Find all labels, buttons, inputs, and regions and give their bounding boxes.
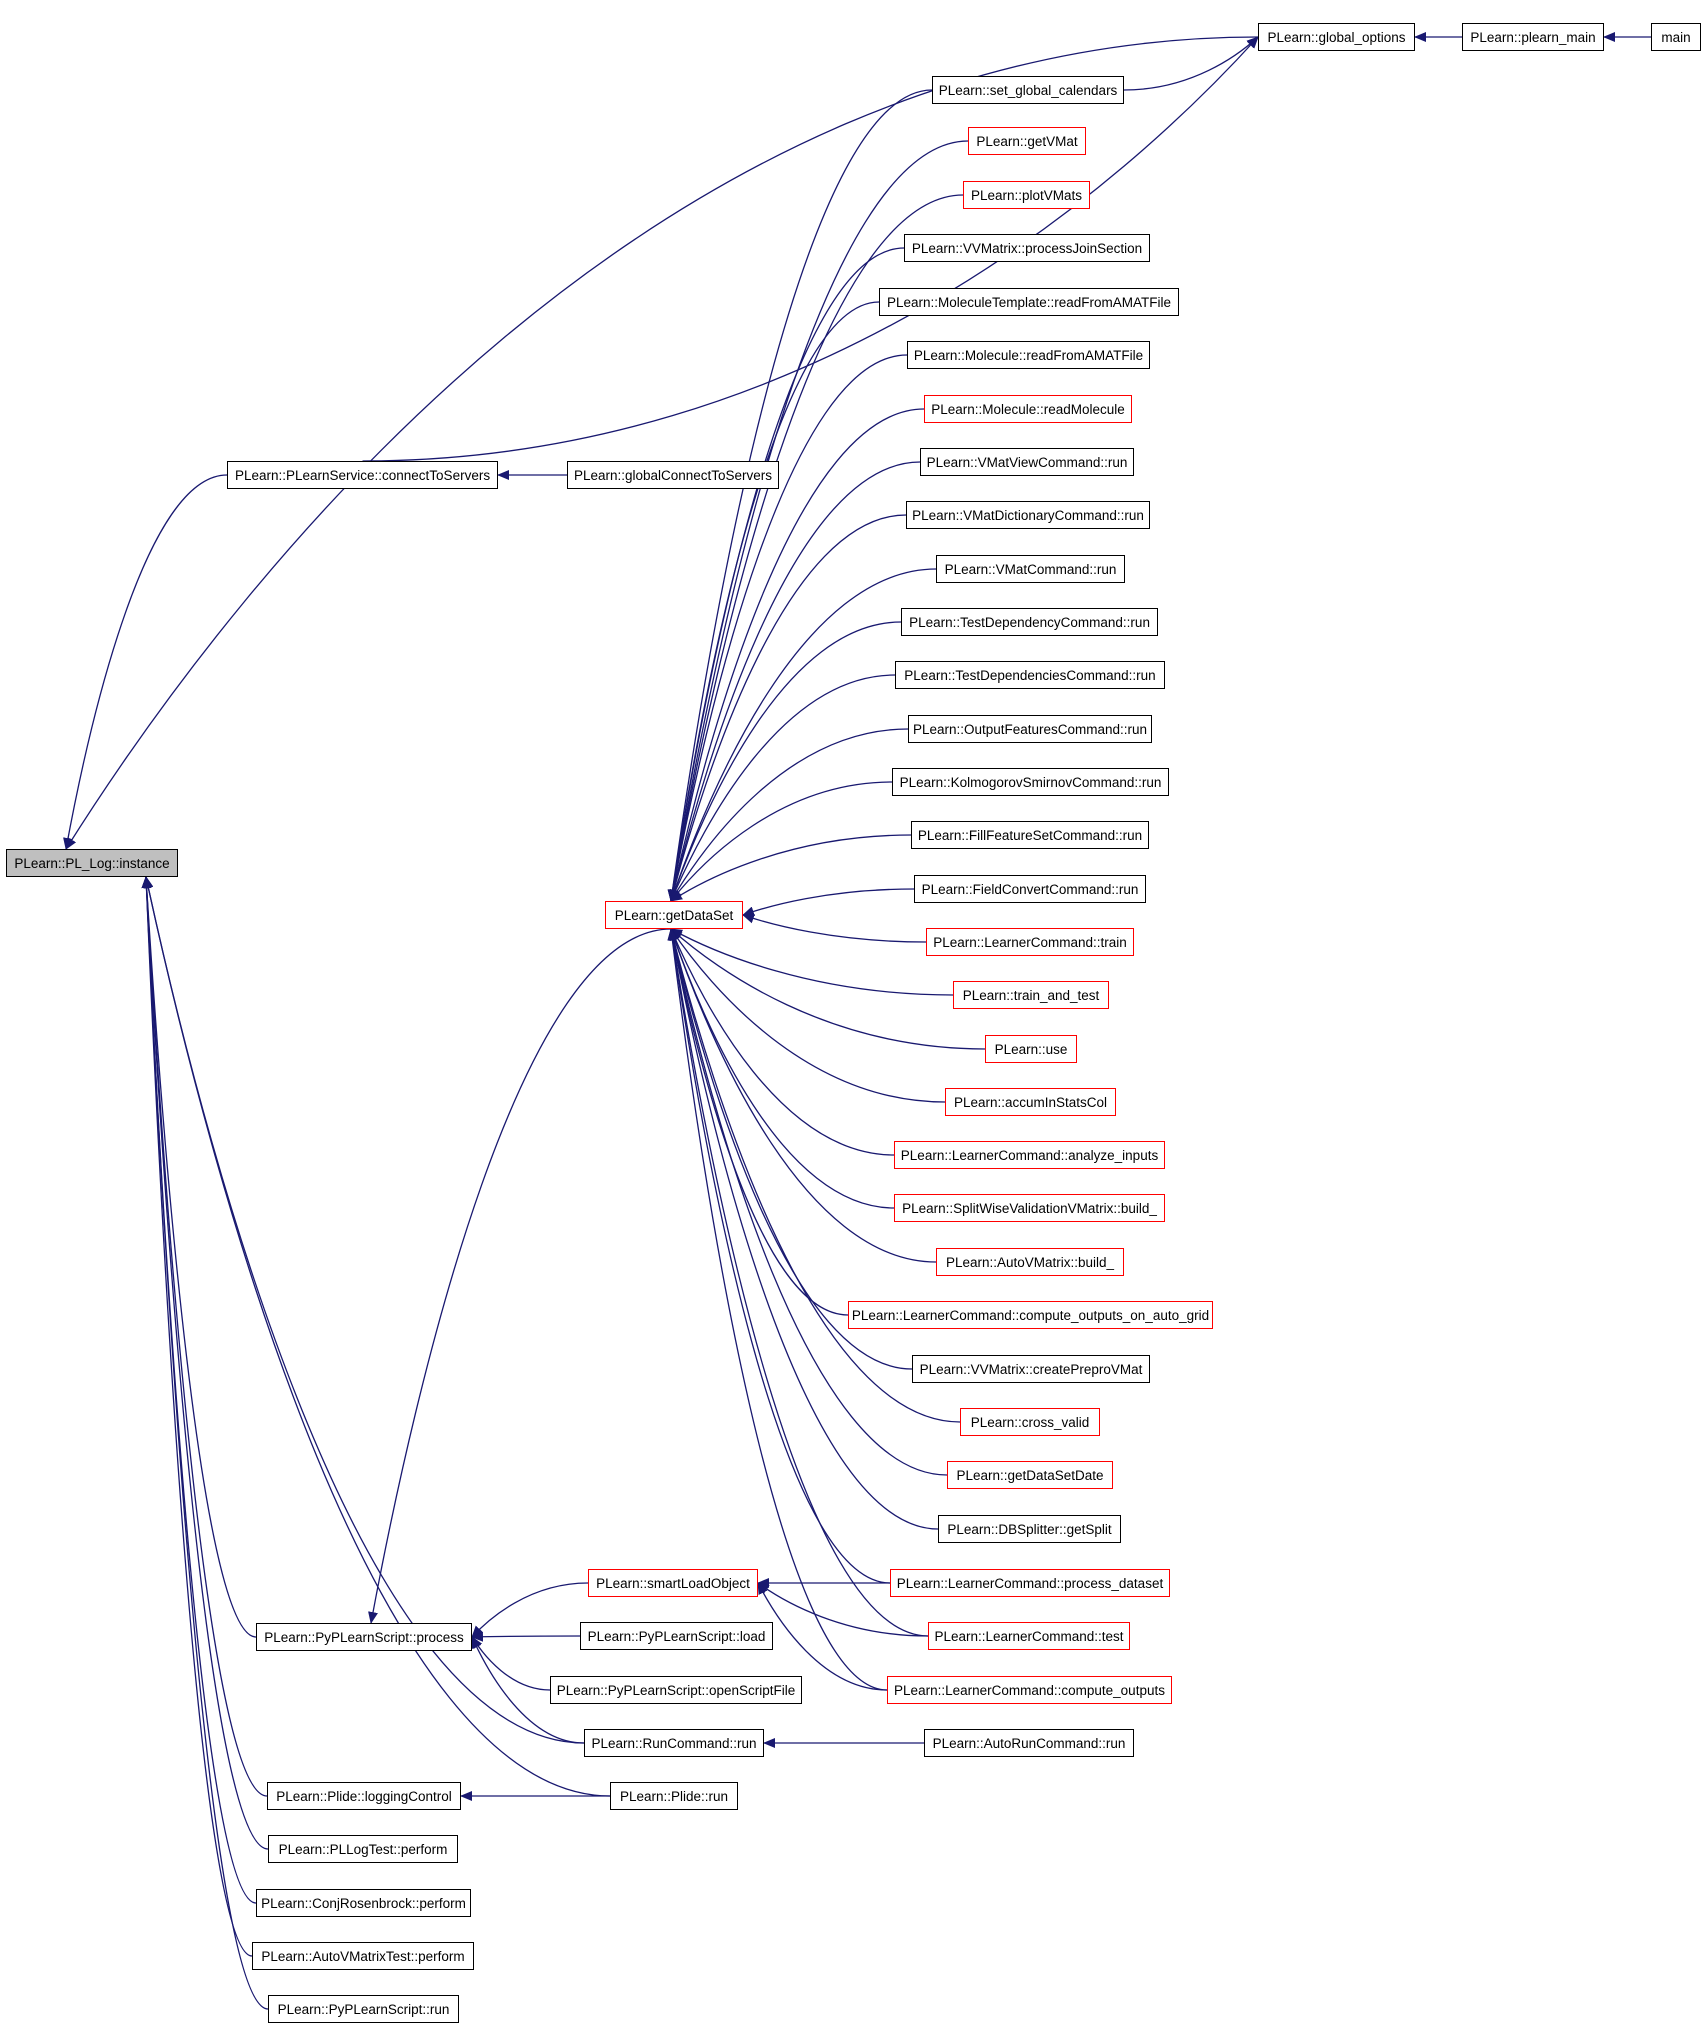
edge-testdependenciescommand-run-to-getdataset <box>670 674 896 902</box>
node-testdependenciescommand-run[interactable]: PLearn::TestDependenciesCommand::run <box>895 661 1165 689</box>
edge-global-options-to-instance <box>65 36 1259 850</box>
edge-compute-outputs-to-smartloadobject <box>757 1582 888 1691</box>
edge-plide-run-to-instance <box>143 876 611 1797</box>
node-conjrosenbrock-perform[interactable]: PLearn::ConjRosenbrock::perform <box>256 1889 471 1917</box>
node-getdatasetdate[interactable]: PLearn::getDataSetDate <box>947 1461 1113 1489</box>
edge-getsplit-to-getdataset <box>668 928 939 1530</box>
node-set-global-calendars[interactable]: PLearn::set_global_calendars <box>932 76 1124 104</box>
node-processjoinsection[interactable]: PLearn::VVMatrix::processJoinSection <box>904 234 1150 262</box>
edge-compute-outputs-to-getdataset <box>667 928 888 1691</box>
edge-runcommand-run-to-instance <box>143 876 585 1744</box>
node-use[interactable]: PLearn::use <box>985 1035 1077 1063</box>
node-global-options[interactable]: PLearn::global_options <box>1258 23 1415 51</box>
edge-autovmatrixtest-perform-to-instance <box>141 876 253 1957</box>
node-getvmat[interactable]: PLearn::getVMat <box>968 127 1086 155</box>
edge-testdependencycommand-run-to-getdataset <box>669 621 902 902</box>
edge-outputfeaturescommand-run-to-getdataset <box>670 728 909 902</box>
edge-vmatcommand-run-to-getdataset <box>669 568 937 902</box>
node-splitwise-build[interactable]: PLearn::SplitWiseValidationVMatrix::buil… <box>894 1194 1165 1222</box>
node-globalconnecttoservers[interactable]: PLearn::globalConnectToServers <box>567 461 779 489</box>
node-readmolecule[interactable]: PLearn::Molecule::readMolecule <box>924 395 1132 423</box>
edge-vmatdictionarycommand-run-to-getdataset <box>668 514 907 902</box>
node-main[interactable]: main <box>1651 23 1701 51</box>
edge-getvmat-to-getdataset <box>667 140 969 902</box>
node-plide-run[interactable]: PLearn::Plide::run <box>610 1782 738 1810</box>
node-getsplit[interactable]: PLearn::DBSplitter::getSplit <box>938 1515 1121 1543</box>
node-runcommand-run[interactable]: PLearn::RunCommand::run <box>584 1729 764 1757</box>
node-pyplearnscript-run[interactable]: PLearn::PyPLearnScript::run <box>268 1995 459 2023</box>
edge-learnercommand-test-to-getdataset <box>667 928 929 1637</box>
edge-analyze-inputs-to-getdataset <box>670 928 895 1156</box>
edge-pyplearnscript-load-to-pyplearnscript-process <box>471 1631 581 1642</box>
edge-vmatviewcommand-run-to-getdataset <box>668 461 921 902</box>
edge-conjrosenbrock-perform-to-instance <box>141 876 257 1904</box>
node-kolmogorovsmirnovcommand-run[interactable]: PLearn::KolmogorovSmirnovCommand::run <box>892 768 1169 796</box>
node-fillfeaturesetcommand-run[interactable]: PLearn::FillFeatureSetCommand::run <box>911 821 1149 849</box>
node-createpreprovmat[interactable]: PLearn::VVMatrix::createPreproVMat <box>912 1355 1150 1383</box>
node-pllogtest-perform[interactable]: PLearn::PLLogTest::perform <box>268 1835 458 1863</box>
edge-connecttoservers-to-instance <box>63 474 228 850</box>
node-pyplearnscript-load[interactable]: PLearn::PyPLearnScript::load <box>580 1622 773 1650</box>
edge-fieldconvertcommand-run-to-getdataset <box>742 888 915 917</box>
node-outputfeaturescommand-run[interactable]: PLearn::OutputFeaturesCommand::run <box>908 715 1152 743</box>
node-getdataset[interactable]: PLearn::getDataSet <box>605 901 743 929</box>
node-connecttoservers[interactable]: PLearn::PLearnService::connectToServers <box>227 461 498 489</box>
edge-m-readfromamatfile-to-getdataset <box>668 354 908 902</box>
node-autovmatrixtest-perform[interactable]: PLearn::AutoVMatrixTest::perform <box>252 1942 474 1970</box>
node-cross-valid[interactable]: PLearn::cross_valid <box>960 1408 1100 1436</box>
node-fieldconvertcommand-run[interactable]: PLearn::FieldConvertCommand::run <box>914 875 1146 903</box>
edge-cross-valid-to-getdataset <box>668 928 961 1423</box>
edge-process-dataset-to-getdataset <box>667 928 891 1584</box>
node-pyplearnscript-process[interactable]: PLearn::PyPLearnScript::process <box>256 1623 472 1651</box>
node-train-and-test[interactable]: PLearn::train_and_test <box>953 981 1109 1009</box>
edge-learnercommand-test-to-smartloadobject <box>757 1582 929 1637</box>
edge-train-and-test-to-getdataset <box>670 928 954 996</box>
node-plotvmats[interactable]: PLearn::plotVMats <box>963 181 1090 209</box>
node-openscriptfile[interactable]: PLearn::PyPLearnScript::openScriptFile <box>550 1676 802 1704</box>
edge-getdataset-to-pyplearnscript-process <box>368 928 672 1624</box>
node-autovmatrix-build[interactable]: PLearn::AutoVMatrix::build_ <box>936 1248 1124 1276</box>
node-mt-readfromamatfile[interactable]: PLearn::MoleculeTemplate::readFromAMATFi… <box>879 288 1179 316</box>
edge-set-global-calendars-to-global-options <box>1123 36 1259 91</box>
node-vmatviewcommand-run[interactable]: PLearn::VMatViewCommand::run <box>920 448 1134 476</box>
node-process-dataset[interactable]: PLearn::LearnerCommand::process_dataset <box>890 1569 1170 1597</box>
node-compute-outputs-on-auto-grid[interactable]: PLearn::LearnerCommand::compute_outputs_… <box>848 1301 1213 1329</box>
edge-learnercommand-train-to-getdataset <box>742 913 927 943</box>
node-vmatdictionarycommand-run[interactable]: PLearn::VMatDictionaryCommand::run <box>906 501 1150 529</box>
edge-pllogtest-perform-to-instance <box>141 876 269 1850</box>
node-m-readfromamatfile[interactable]: PLearn::Molecule::readFromAMATFile <box>907 341 1150 369</box>
node-instance: PLearn::PL_Log::instance <box>6 849 178 877</box>
node-testdependencycommand-run[interactable]: PLearn::TestDependencyCommand::run <box>901 608 1158 636</box>
edge-use-to-getdataset <box>670 928 986 1050</box>
edge-accuminstatscol-to-getdataset <box>670 928 946 1103</box>
node-accuminstatscol[interactable]: PLearn::accumInStatsCol <box>945 1088 1116 1116</box>
edge-autovmatrix-build-to-getdataset <box>669 928 937 1263</box>
edge-openscriptfile-to-pyplearnscript-process <box>471 1636 551 1691</box>
node-compute-outputs[interactable]: PLearn::LearnerCommand::compute_outputs <box>887 1676 1172 1704</box>
node-learnercommand-train[interactable]: PLearn::LearnerCommand::train <box>926 928 1134 956</box>
edge-plotvmats-to-getdataset <box>667 194 964 902</box>
edge-runcommand-run-to-pyplearnscript-process <box>471 1636 585 1744</box>
edge-mt-readfromamatfile-to-getdataset <box>667 301 880 902</box>
node-learnercommand-test[interactable]: PLearn::LearnerCommand::test <box>928 1622 1130 1650</box>
edge-fillfeaturesetcommand-run-to-getdataset <box>670 834 912 902</box>
edge-pyplearnscript-process-to-instance <box>141 876 257 1638</box>
node-plearn-main[interactable]: PLearn::plearn_main <box>1462 23 1604 51</box>
node-autoruncommand-run[interactable]: PLearn::AutoRunCommand::run <box>924 1729 1134 1757</box>
edge-getdatasetdate-to-getdataset <box>668 928 948 1476</box>
edge-layer <box>63 32 1651 2010</box>
edge-smartloadobject-to-pyplearnscript-process <box>471 1582 589 1638</box>
edge-createpreprovmat-to-getdataset <box>668 928 913 1370</box>
node-vmatcommand-run[interactable]: PLearn::VMatCommand::run <box>936 555 1125 583</box>
node-smartloadobject[interactable]: PLearn::smartLoadObject <box>588 1569 758 1597</box>
edge-pyplearnscript-run-to-instance <box>141 876 269 2010</box>
edge-set-global-calendars-to-getdataset <box>667 89 933 902</box>
node-analyze-inputs[interactable]: PLearn::LearnerCommand::analyze_inputs <box>894 1141 1165 1169</box>
node-loggingcontrol[interactable]: PLearn::Plide::loggingControl <box>267 1782 461 1810</box>
edge-loggingcontrol-to-instance <box>141 876 268 1797</box>
edge-kolmogorovsmirnovcommand-run-to-getdataset <box>670 781 893 902</box>
edge-readmolecule-to-getdataset <box>668 408 925 902</box>
